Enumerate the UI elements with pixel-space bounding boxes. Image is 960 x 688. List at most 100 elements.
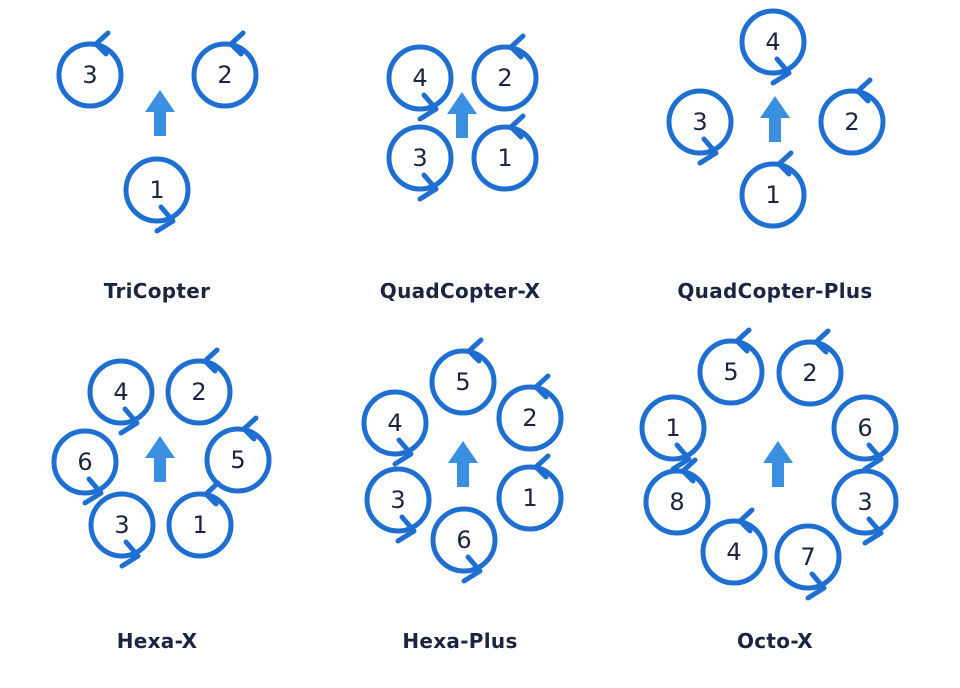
rotor-ring xyxy=(204,426,272,494)
motor-1-rotation-icon: 1 xyxy=(639,394,707,472)
motor-1-rotation-icon: 1 xyxy=(496,453,564,532)
motor-number: 2 xyxy=(191,378,206,406)
motor-1-rotation-icon: 1 xyxy=(166,480,234,559)
motor-2-rotation-icon: 2 xyxy=(191,30,259,109)
rotor-ring xyxy=(165,358,233,426)
motor-number: 3 xyxy=(114,511,129,539)
rotor-ring xyxy=(386,124,454,192)
forward-up-arrow-icon xyxy=(760,96,790,142)
rotor-ring xyxy=(666,88,734,156)
rotor-ring xyxy=(496,384,564,452)
motor-2-rotation-icon: 2 xyxy=(776,328,844,407)
motor-4-rotation-icon: 4 xyxy=(87,358,155,436)
motor-3-rotation-icon: 3 xyxy=(386,124,454,202)
ccw-direction-arrow-icon xyxy=(203,480,221,507)
motor-number: 2 xyxy=(844,108,859,136)
motor-number: 3 xyxy=(390,486,405,514)
rotor-ring xyxy=(471,124,539,192)
motor-7-rotation-icon: 7 xyxy=(774,523,842,601)
rotor-ring xyxy=(831,394,899,462)
motor-number: 4 xyxy=(113,378,128,406)
rotor-ring xyxy=(123,156,191,224)
rotor-ring xyxy=(831,468,899,536)
motor-number: 1 xyxy=(192,511,207,539)
ccw-direction-arrow-icon xyxy=(813,328,831,355)
motor-3-rotation-icon: 3 xyxy=(56,30,124,109)
motor-number: 2 xyxy=(802,359,817,387)
rotor-ring xyxy=(87,358,155,426)
motor-number: 1 xyxy=(497,144,512,172)
motor-number: 1 xyxy=(149,176,164,204)
cw-direction-arrow-icon xyxy=(461,554,483,584)
cw-direction-arrow-icon xyxy=(417,172,439,202)
ccw-direction-arrow-icon xyxy=(93,30,111,57)
rotor-ring xyxy=(697,338,765,406)
rotor-ring xyxy=(639,394,707,462)
motor-1-rotation-icon: 1 xyxy=(739,150,807,229)
rotor-ring xyxy=(88,491,156,559)
ccw-direction-arrow-icon xyxy=(533,453,551,480)
motor-4-rotation-icon: 4 xyxy=(361,389,429,467)
ccw-direction-arrow-icon xyxy=(466,337,484,364)
ccw-direction-arrow-icon xyxy=(241,415,259,442)
rotor-ring xyxy=(429,348,497,416)
motor-3-rotation-icon: 3 xyxy=(88,491,156,569)
rotor-ring xyxy=(774,523,842,591)
cw-direction-arrow-icon xyxy=(805,571,827,601)
rotor-ring xyxy=(739,161,807,229)
motor-3-rotation-icon: 3 xyxy=(831,468,899,546)
motor-5-rotation-icon: 5 xyxy=(697,327,765,406)
forward-up-arrow-icon xyxy=(448,441,478,487)
cw-direction-arrow-icon xyxy=(862,442,884,472)
ccw-direction-arrow-icon xyxy=(508,33,526,60)
motor-number: 6 xyxy=(857,414,872,442)
rotor-ring xyxy=(51,428,119,496)
motor-number: 6 xyxy=(456,526,471,554)
motor-3-rotation-icon: 3 xyxy=(666,88,734,166)
motor-number: 2 xyxy=(217,61,232,89)
frame-caption-hexa-plus: Hexa-Plus xyxy=(402,629,518,653)
cw-direction-arrow-icon xyxy=(392,437,414,467)
motor-number: 1 xyxy=(522,484,537,512)
motor-number: 4 xyxy=(387,409,402,437)
motor-number: 4 xyxy=(765,28,780,56)
motor-5-rotation-icon: 5 xyxy=(429,337,497,416)
ccw-direction-arrow-icon xyxy=(737,507,755,534)
rotor-ring xyxy=(56,41,124,109)
cw-direction-arrow-icon xyxy=(417,92,439,122)
motor-number: 4 xyxy=(412,64,427,92)
ccw-direction-arrow-icon xyxy=(680,457,698,484)
rotor-ring xyxy=(776,339,844,407)
motor-2-rotation-icon: 2 xyxy=(496,373,564,452)
motor-number: 2 xyxy=(497,64,512,92)
motor-4-rotation-icon: 4 xyxy=(386,44,454,122)
forward-up-arrow-icon xyxy=(763,441,793,487)
frame-caption-quadcopter-x: QuadCopter-X xyxy=(379,279,541,303)
cw-direction-arrow-icon xyxy=(118,406,140,436)
motor-number: 3 xyxy=(82,61,97,89)
motor-number: 8 xyxy=(669,488,684,516)
motor-6-rotation-icon: 6 xyxy=(831,394,899,472)
cw-direction-arrow-icon xyxy=(862,516,884,546)
motor-number: 3 xyxy=(412,144,427,172)
motor-3-rotation-icon: 3 xyxy=(364,466,432,544)
frame-caption-quadcopter-plus: QuadCopter-Plus xyxy=(677,279,873,303)
frame-caption-octo-x: Octo-X xyxy=(736,629,814,653)
frame-caption-tricopter: TriCopter xyxy=(103,279,211,303)
rotor-ring xyxy=(191,41,259,109)
motor-5-rotation-icon: 5 xyxy=(204,415,272,494)
rotor-ring xyxy=(361,389,429,457)
motor-number: 7 xyxy=(800,543,815,571)
rotor-ring xyxy=(430,506,498,574)
motor-6-rotation-icon: 6 xyxy=(430,506,498,584)
ccw-direction-arrow-icon xyxy=(508,113,526,140)
motor-4-rotation-icon: 4 xyxy=(739,8,807,86)
motor-8-rotation-icon: 8 xyxy=(643,457,711,536)
ccw-direction-arrow-icon xyxy=(533,373,551,400)
cw-direction-arrow-icon xyxy=(119,539,141,569)
cw-direction-arrow-icon xyxy=(697,136,719,166)
ccw-direction-arrow-icon xyxy=(228,30,246,57)
motor-number: 2 xyxy=(522,404,537,432)
forward-up-arrow-icon xyxy=(145,436,175,482)
